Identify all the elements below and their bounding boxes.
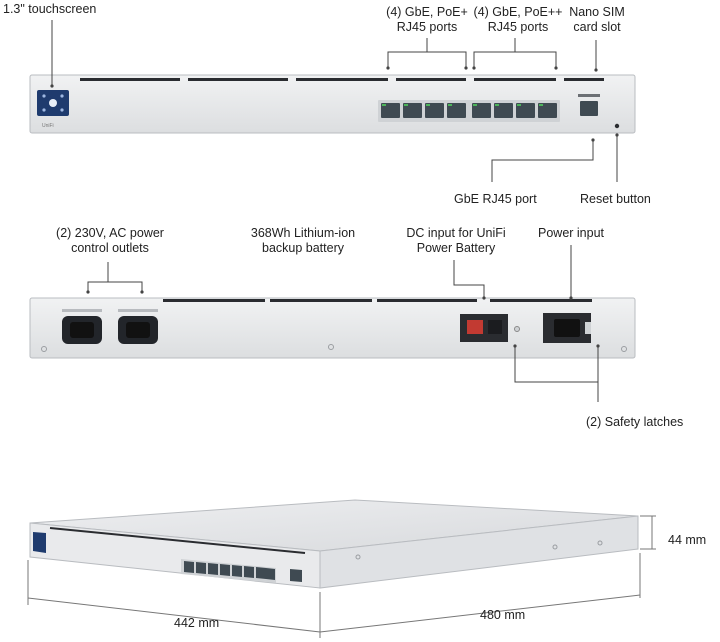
iso-side [319,515,639,589]
label-gbe-port: GbE RJ45 port [454,192,537,206]
label-battery: 368Wh Lithium-ion backup battery [238,226,368,256]
label-battery-line2: backup battery [262,241,344,255]
ac-outlet-2 [118,309,158,344]
label-sim-slot: Nano SIM card slot [562,5,632,35]
front-leader-dots [50,66,619,142]
label-poe-plus-ports: (4) GbE, PoE+ RJ45 ports [380,5,474,35]
ground-screw-mid [328,344,334,350]
label-sim-slot-line1: Nano SIM [569,5,625,19]
label-reset-button: Reset button [580,192,651,206]
label-poe-plus-ports-line1: (4) GbE, PoE+ [386,5,468,19]
ac-outlet-1 [62,309,102,344]
iso-screws [355,540,603,560]
rear-vents [163,299,592,302]
label-power-input: Power input [538,226,605,240]
iso-front-vents [49,527,306,554]
touchscreen-display [37,90,69,116]
isometric-view [29,499,639,589]
label-ac-outlets: (2) 230V, AC power control outlets [40,226,180,256]
rear-leaders [87,245,599,402]
reset-hole [614,123,620,129]
label-ac-outlets-line2: control outlets [71,241,149,255]
label-dc-input-line2: Power Battery [416,241,496,255]
power-input-connector [543,313,591,343]
front-gbe-port [580,101,598,116]
label-safety-latches: (2) Safety latches [586,415,684,429]
label-poe-plus-ports-line2: RJ45 ports [396,20,458,34]
label-dc-input: DC input for UniFi Power Battery [396,226,516,256]
label-poe-plusplus-ports: (4) GbE, PoE++ RJ45 ports [472,5,564,35]
front-leaders [51,20,618,182]
label-dimension-height: 44 mm [668,533,707,547]
dimension-lines [27,515,656,638]
dc-input-connector [460,314,520,342]
rear-chassis [29,297,636,359]
label-dimension-depth: 480 mm [480,608,526,622]
rear-leader-dots [86,290,600,348]
iso-ports [181,559,302,583]
ground-screw-left [41,346,47,352]
sim-slot [578,94,600,97]
ground-screw-right [621,346,627,352]
label-ac-outlets-line1: (2) 230V, AC power [56,226,164,240]
label-battery-line1: 368Wh Lithium-ion [250,226,356,240]
brand-mark: UniFi [42,123,54,129]
rear-panel [29,297,636,359]
front-vents [80,78,604,81]
iso-touchscreen [33,532,46,553]
label-dimension-width: 442 mm [174,616,220,630]
label-touchscreen: 1.3" touchscreen [3,2,97,16]
front-rj45-ports [378,100,560,122]
label-poe-plusplus-ports-line1: (4) GbE, PoE++ [473,5,563,19]
label-sim-slot-line2: card slot [573,20,621,34]
label-poe-plusplus-ports-line2: RJ45 ports [487,20,549,34]
label-dc-input-line1: DC input for UniFi [406,226,506,240]
front-panel: UniFi [29,74,636,134]
